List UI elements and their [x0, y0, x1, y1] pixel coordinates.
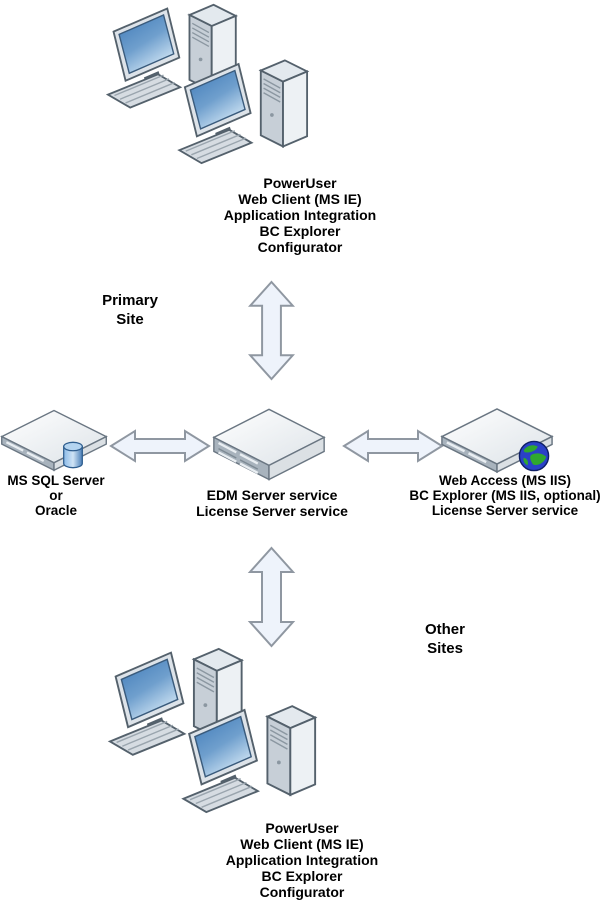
label-line: PowerUser	[263, 175, 337, 191]
edm-server-label: EDM Server service License Server servic…	[192, 487, 352, 519]
label-line: BC Explorer (MS IIS, optional)	[409, 488, 600, 503]
top-clients-label: PowerUser Web Client (MS IE) Application…	[170, 175, 430, 255]
web-server-label: Web Access (MS IIS) BC Explorer (MS IIS,…	[405, 473, 600, 518]
label-line: Application Integration	[223, 207, 377, 223]
workstation-pair-icon	[107, 3, 309, 165]
label-line: Configurator	[259, 884, 345, 900]
database-icon	[63, 441, 83, 469]
primary-site-label: Primary Site	[75, 291, 185, 329]
label-line: License Server service	[196, 503, 348, 519]
workstation-pair-icon	[108, 647, 317, 814]
double-arrow-horizontal-icon	[342, 429, 444, 463]
label-line: Site	[116, 311, 144, 328]
double-arrow-vertical-icon	[247, 280, 296, 381]
label-line: EDM Server service	[206, 487, 338, 503]
label-line: Oracle	[34, 503, 78, 518]
label-line: BC Explorer	[259, 223, 341, 239]
double-arrow-vertical-icon	[247, 546, 296, 648]
label-line: MS SQL Server	[7, 473, 105, 488]
label-line: Web Access (MS IIS)	[438, 473, 572, 488]
bottom-clients-label: PowerUser Web Client (MS IE) Application…	[172, 820, 432, 900]
other-sites-label: Other Sites	[405, 620, 485, 658]
label-line: or	[49, 488, 63, 503]
label-line: Application Integration	[225, 852, 379, 868]
label-line: PowerUser	[265, 820, 339, 836]
globe-icon	[518, 440, 550, 472]
label-line: License Server service	[431, 503, 579, 518]
label-line: Web Client (MS IE)	[240, 836, 364, 852]
label-line: Sites	[427, 640, 463, 657]
rack-server-icon	[212, 408, 326, 481]
database-server-label: MS SQL Server or Oracle	[0, 473, 112, 518]
rack-server-icon	[0, 409, 108, 472]
label-line: Primary	[102, 292, 158, 309]
double-arrow-horizontal-icon	[109, 429, 211, 463]
label-line: Other	[424, 621, 465, 638]
label-line: Configurator	[257, 239, 343, 255]
label-line: Web Client (MS IE)	[238, 191, 362, 207]
label-line: BC Explorer	[261, 868, 343, 884]
